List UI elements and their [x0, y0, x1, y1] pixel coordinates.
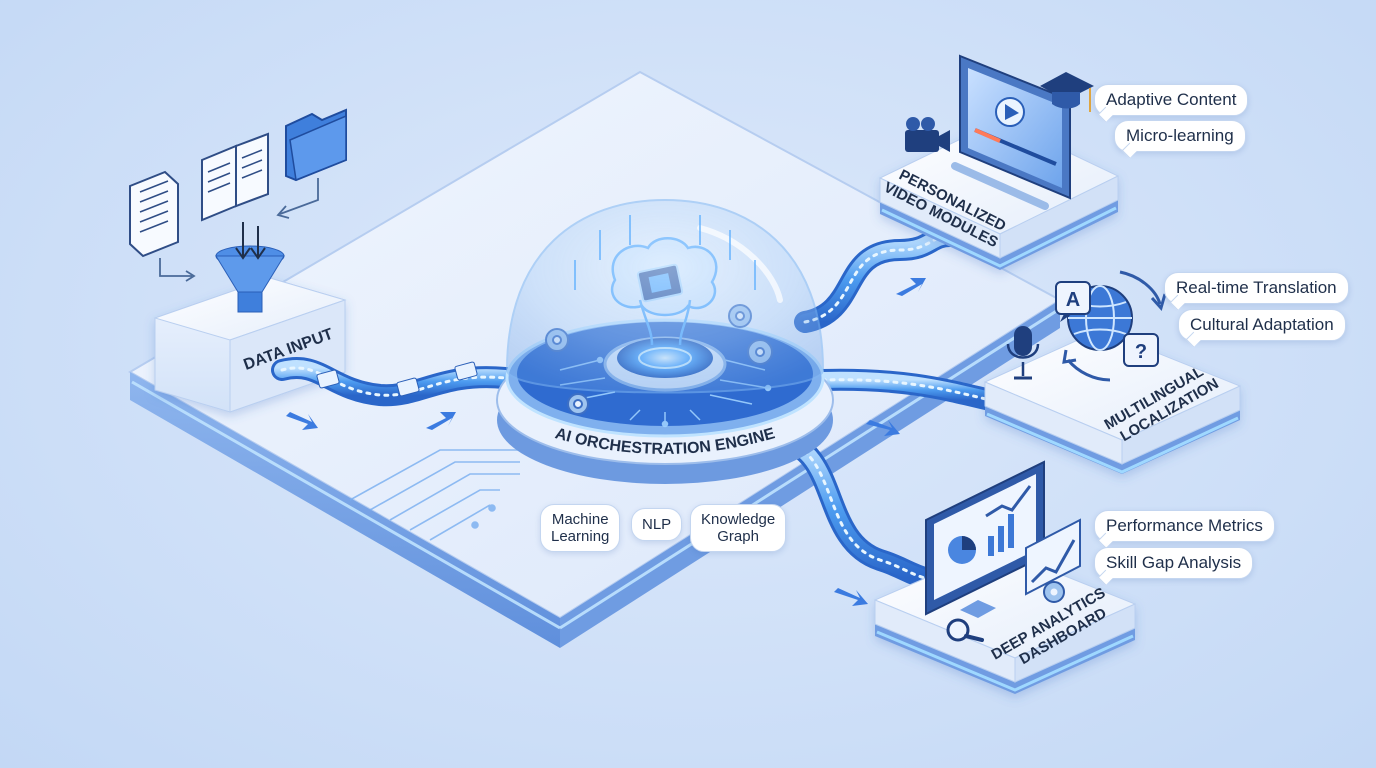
translate-a-icon: A	[1055, 281, 1091, 322]
circuit-traces	[349, 449, 520, 541]
funnel-icon	[215, 222, 285, 313]
tag-skill-gap-analysis: Skill Gap Analysis	[1094, 547, 1254, 579]
svg-text:A: A	[1066, 289, 1080, 311]
line-chart-card-icon	[1025, 518, 1081, 596]
open-book-icon	[201, 132, 269, 222]
video-camera-icon	[905, 117, 950, 152]
folder-icon	[285, 108, 347, 182]
monitor-icon	[925, 460, 1045, 618]
documents-icon	[129, 170, 179, 258]
tag-adaptive-content: Adaptive Content	[1094, 84, 1249, 116]
tag-knowledge-graph: Knowledge Graph	[690, 504, 787, 552]
tablet-icon	[951, 54, 1071, 210]
tag-performance-metrics: Performance Metrics	[1094, 510, 1275, 542]
data-packets	[316, 361, 478, 397]
question-bubble-icon: ?	[1123, 333, 1159, 367]
svg-text:?: ?	[1135, 341, 1147, 363]
pipes	[271, 225, 1001, 589]
tag-micro-learning: Micro-learning	[1114, 120, 1246, 152]
tag-machine-learning: Machine Learning	[540, 504, 621, 552]
tag-real-time-translation: Real-time Translation	[1164, 272, 1349, 304]
flow-arrows	[286, 278, 926, 606]
tag-cultural-adaptation: Cultural Adaptation	[1178, 309, 1346, 341]
glass-dome	[505, 198, 825, 394]
localization-node	[983, 329, 1242, 474]
input-arrows	[159, 178, 319, 282]
tag-nlp: NLP	[631, 508, 683, 541]
microphone-icon	[1006, 326, 1040, 380]
magnifier-icon	[946, 618, 984, 642]
small-gear-icon	[1043, 581, 1065, 603]
graduation-cap-icon	[1040, 72, 1094, 112]
